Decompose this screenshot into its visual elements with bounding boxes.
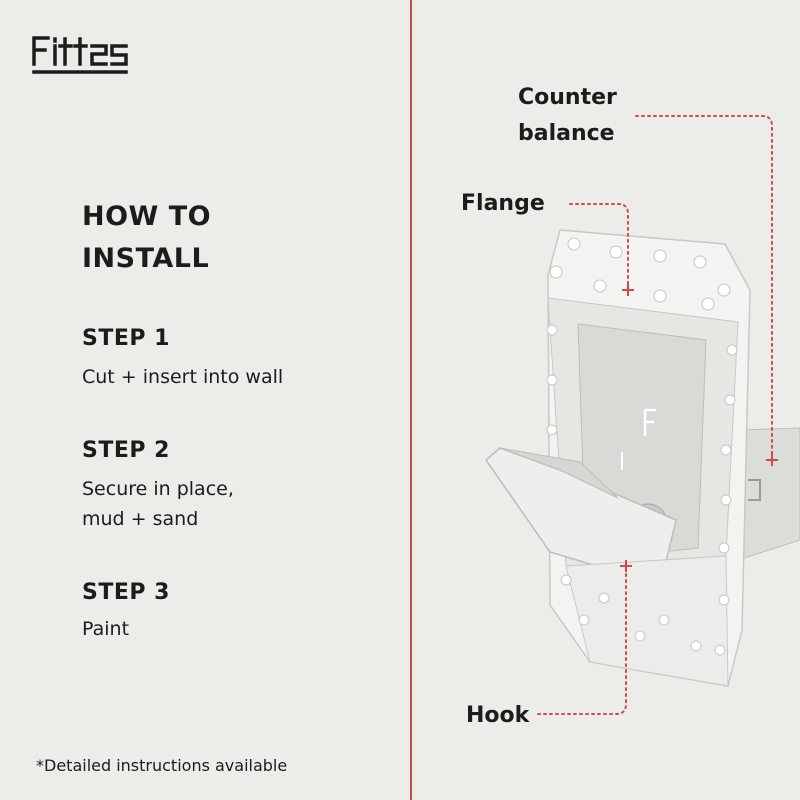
page-title: HOW TO INSTALL	[82, 201, 212, 274]
brand-logo	[32, 36, 128, 74]
step-1-text: Cut + insert into wall	[82, 366, 284, 388]
step-2-text: Secure in place, mud + sand	[82, 478, 234, 530]
callout-hook: Hook	[466, 703, 530, 728]
center-divider	[410, 0, 412, 800]
step-3-heading: STEP 3	[82, 580, 170, 605]
step-1-heading: STEP 1	[82, 326, 170, 351]
step-2-heading: STEP 2	[82, 438, 170, 463]
footnote: *Detailed instructions available	[36, 756, 288, 775]
step-3-text: Paint	[82, 618, 130, 640]
callout-flange: Flange	[461, 191, 545, 216]
callout-counterbalance: Counter balance	[518, 85, 617, 146]
